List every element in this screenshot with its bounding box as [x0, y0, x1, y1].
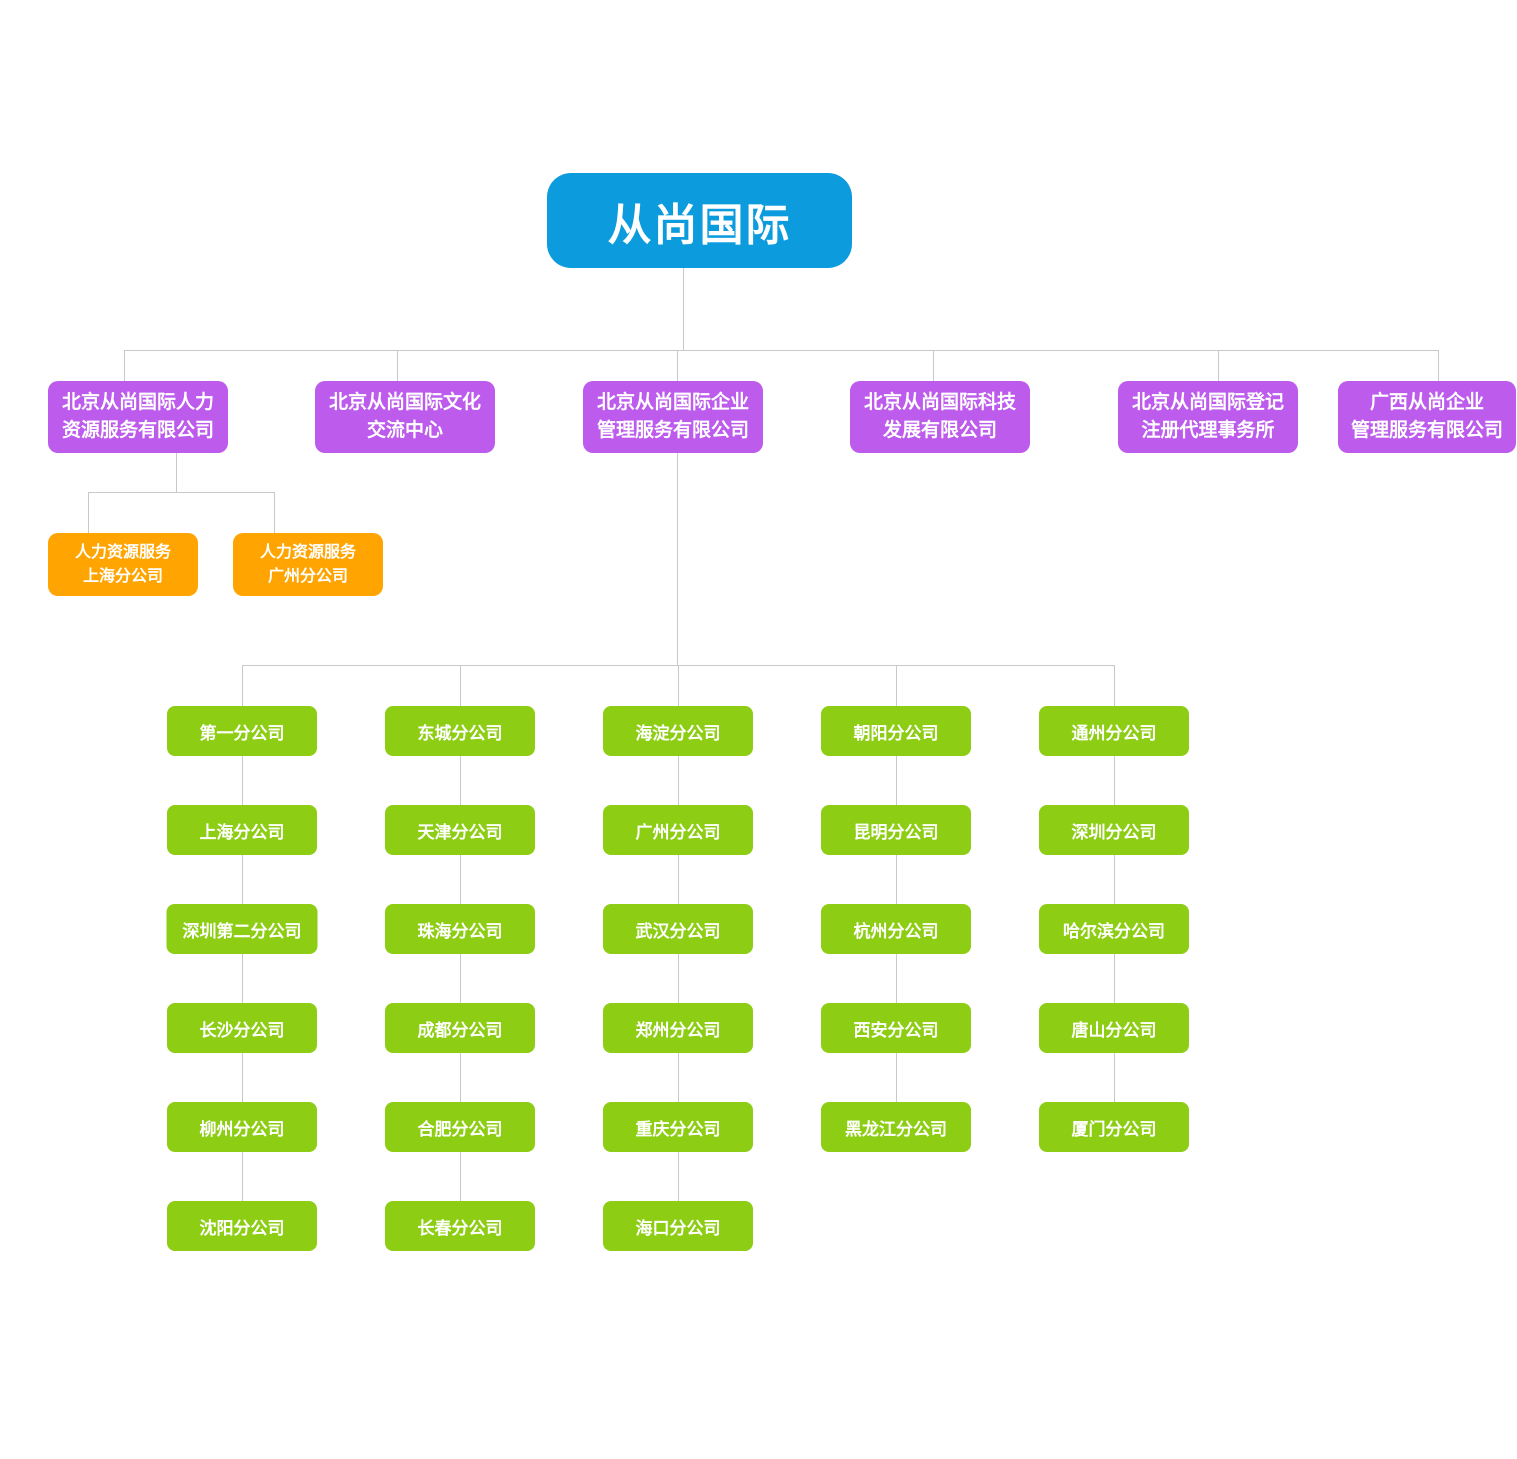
connector	[460, 855, 461, 904]
subsidiary-node-hr-services[interactable]: 北京从尚国际人力 资源服务有限公司	[48, 381, 228, 453]
branch-company-node[interactable]: 杭州分公司	[821, 904, 971, 954]
connector	[88, 492, 89, 533]
connector	[124, 350, 1439, 351]
branch-company-node[interactable]: 沈阳分公司	[167, 1201, 317, 1251]
connector	[896, 756, 897, 805]
subsidiary-node-registration-agency[interactable]: 北京从尚国际登记 注册代理事务所	[1118, 381, 1298, 453]
subsidiary-node-tech-development[interactable]: 北京从尚国际科技 发展有限公司	[850, 381, 1030, 453]
branch-company-node[interactable]: 唐山分公司	[1039, 1003, 1189, 1053]
subsidiary-node-enterprise-management[interactable]: 北京从尚国际企业 管理服务有限公司	[583, 381, 763, 453]
branch-company-node[interactable]: 海淀分公司	[603, 706, 753, 756]
connector	[460, 954, 461, 1003]
branch-company-node[interactable]: 柳州分公司	[167, 1102, 317, 1152]
branch-company-node[interactable]: 西安分公司	[821, 1003, 971, 1053]
branch-company-node[interactable]: 海口分公司	[603, 1201, 753, 1251]
branch-company-node[interactable]: 武汉分公司	[603, 904, 753, 954]
branch-company-node[interactable]: 通州分公司	[1039, 706, 1189, 756]
branch-company-node[interactable]: 深圳分公司	[1039, 805, 1189, 855]
connector	[896, 665, 897, 706]
branch-company-node[interactable]: 长春分公司	[385, 1201, 535, 1251]
connector	[683, 267, 684, 350]
subsidiary-node-culture-exchange[interactable]: 北京从尚国际文化 交流中心	[315, 381, 495, 453]
branch-company-node[interactable]: 昆明分公司	[821, 805, 971, 855]
connector	[460, 1152, 461, 1201]
connector	[1114, 855, 1115, 904]
connector	[678, 1053, 679, 1102]
connector	[274, 492, 275, 533]
connector	[678, 1152, 679, 1201]
hr-branch-node-shanghai[interactable]: 人力资源服务 上海分公司	[48, 533, 198, 596]
branch-company-node[interactable]: 重庆分公司	[603, 1102, 753, 1152]
branch-company-node[interactable]: 长沙分公司	[167, 1003, 317, 1053]
subsidiary-node-guangxi-management[interactable]: 广西从尚企业 管理服务有限公司	[1338, 381, 1516, 453]
branch-company-node[interactable]: 东城分公司	[385, 706, 535, 756]
connector	[677, 350, 678, 381]
connector	[896, 1053, 897, 1102]
connector	[460, 1053, 461, 1102]
branch-company-node[interactable]: 黑龙江分公司	[821, 1102, 971, 1152]
branch-company-node[interactable]: 天津分公司	[385, 805, 535, 855]
hr-branch-node-guangzhou[interactable]: 人力资源服务 广州分公司	[233, 533, 383, 596]
root-company-node[interactable]: 从尚国际	[547, 173, 852, 268]
connector	[677, 453, 678, 665]
branch-company-node[interactable]: 广州分公司	[603, 805, 753, 855]
branch-company-node[interactable]: 深圳第二分公司	[166, 904, 318, 954]
connector	[124, 350, 125, 381]
connector	[678, 954, 679, 1003]
connector	[1114, 665, 1115, 706]
connector	[460, 665, 461, 706]
branch-company-node[interactable]: 厦门分公司	[1039, 1102, 1189, 1152]
branch-company-node[interactable]: 珠海分公司	[385, 904, 535, 954]
connector	[1218, 350, 1219, 381]
connector	[1114, 756, 1115, 805]
connector	[88, 492, 275, 493]
connector	[460, 756, 461, 805]
branch-company-node[interactable]: 成都分公司	[385, 1003, 535, 1053]
connector	[397, 350, 398, 381]
branch-company-node[interactable]: 第一分公司	[167, 706, 317, 756]
connector	[933, 350, 934, 381]
connector	[1438, 350, 1439, 381]
connector	[242, 954, 243, 1003]
connector	[176, 453, 177, 492]
branch-company-node[interactable]: 郑州分公司	[603, 1003, 753, 1053]
connector	[1114, 1053, 1115, 1102]
connector	[678, 855, 679, 904]
connector	[896, 954, 897, 1003]
connector	[242, 1152, 243, 1201]
connector	[242, 756, 243, 805]
connector	[242, 665, 243, 706]
connector	[678, 756, 679, 805]
connector	[1114, 954, 1115, 1003]
connector	[896, 855, 897, 904]
branch-company-node[interactable]: 合肥分公司	[385, 1102, 535, 1152]
connector	[242, 855, 243, 904]
connector	[678, 665, 679, 706]
connector	[242, 1053, 243, 1102]
branch-company-node[interactable]: 哈尔滨分公司	[1039, 904, 1189, 954]
branch-company-node[interactable]: 上海分公司	[167, 805, 317, 855]
branch-company-node[interactable]: 朝阳分公司	[821, 706, 971, 756]
